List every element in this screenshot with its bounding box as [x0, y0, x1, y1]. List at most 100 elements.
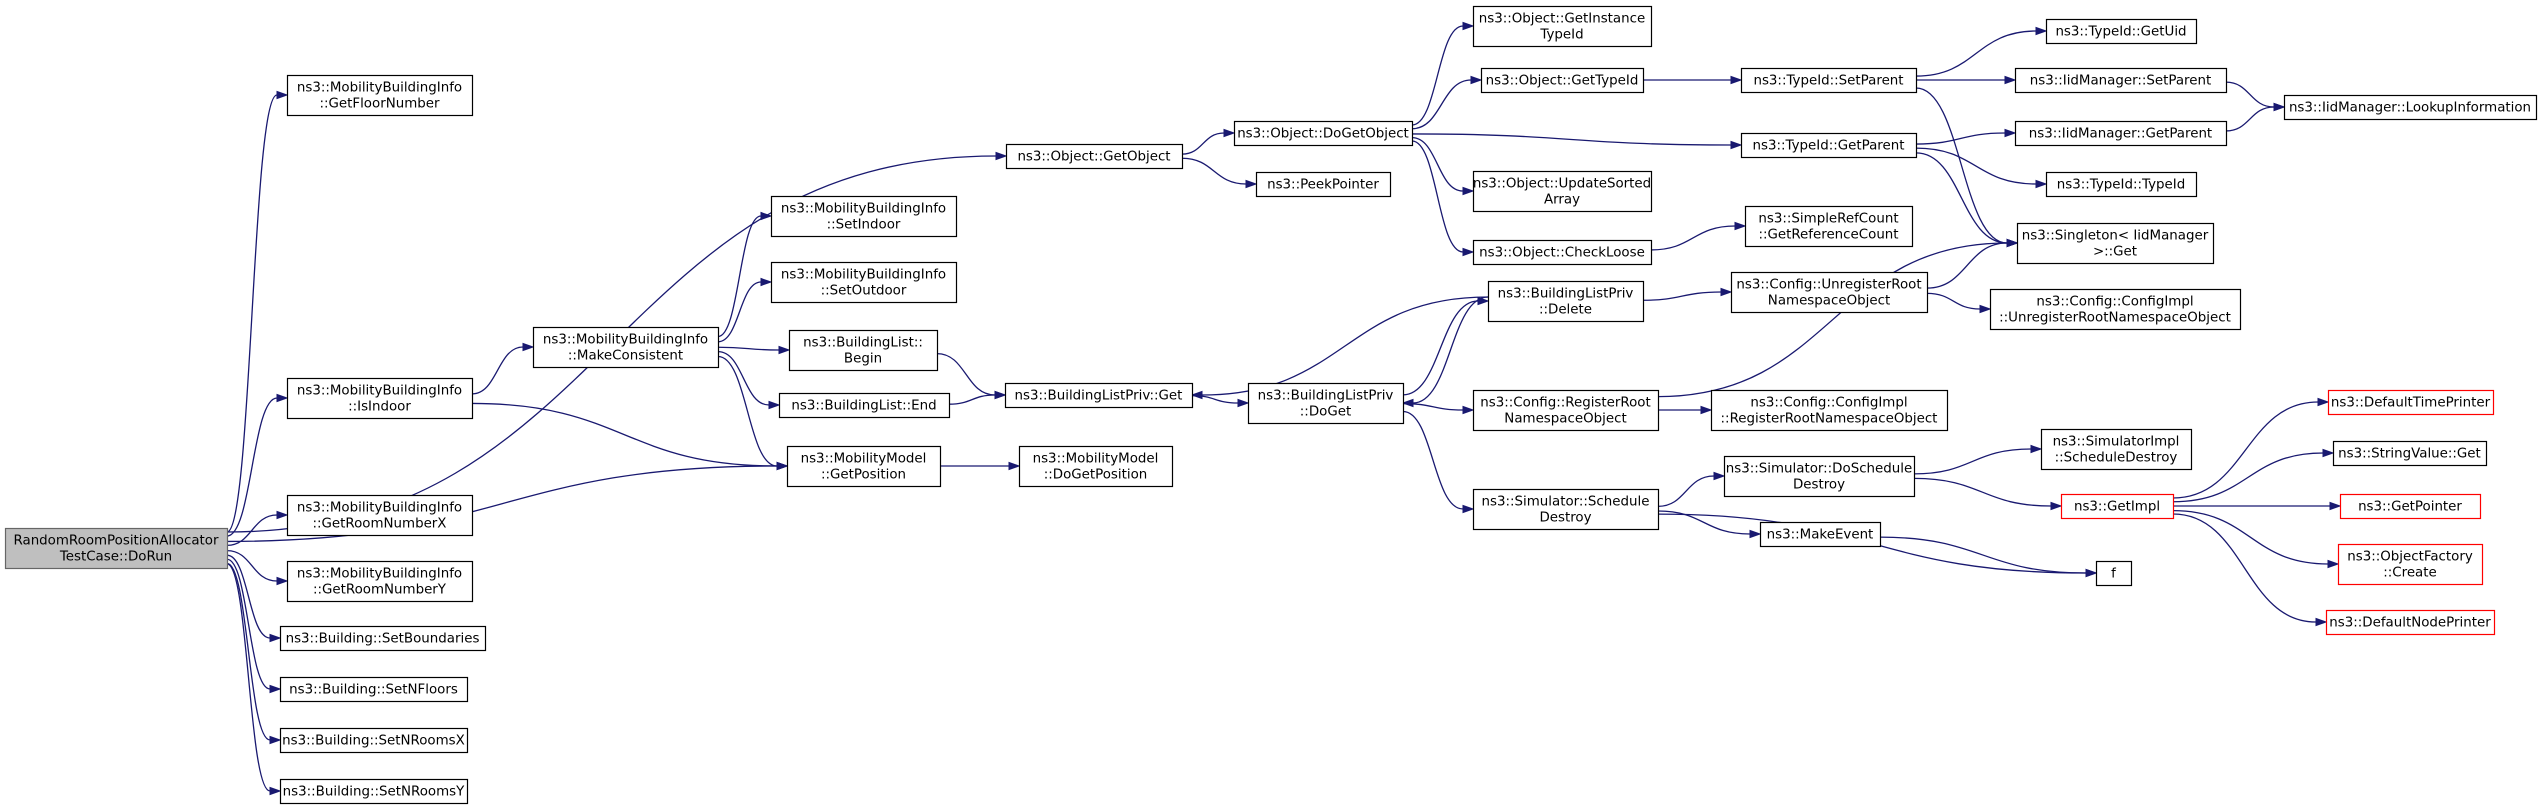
edge-iid-set-parent-to-iid-lookup: [2225, 81, 2275, 108]
node-label: ::Create: [2383, 566, 2437, 581]
edge-blp-delete-to-blp-do-get: [1412, 296, 1489, 404]
node-tid-get-parent[interactable]: ns3::TypeId::GetParent: [1740, 132, 1918, 159]
node-box: [1233, 120, 1414, 147]
node-label: ns3::Config::RegisterRoot: [1480, 396, 1650, 411]
edge-arrowhead: [1979, 304, 1992, 314]
node-box: [1472, 488, 1660, 531]
edge-check-loose-to-simple-ref-count: [1650, 225, 1736, 251]
node-label: ::UnregisterRootNamespaceObject: [1999, 311, 2231, 326]
node-f[interactable]: f: [2095, 560, 2133, 587]
node-get-object[interactable]: ns3::Object::GetObject: [1005, 143, 1184, 170]
node-tid-type-id[interactable]: ns3::TypeId::TypeId: [2045, 171, 2198, 198]
node-label: ns3::MobilityBuildingInfo: [781, 268, 946, 283]
node-box: [279, 625, 487, 652]
node-get-pointer[interactable]: ns3::GetPointer: [2339, 493, 2482, 520]
node-cfg-impl-reg[interactable]: ns3::Config::ConfigImpl::RegisterRootNam…: [1710, 389, 1949, 432]
node-set-nrooms-x[interactable]: ns3::Building::SetNRoomsX: [279, 727, 469, 754]
edge-arrowhead: [760, 211, 773, 221]
node-box: [1247, 382, 1405, 425]
node-iid-set-parent[interactable]: ns3::IidManager::SetParent: [2014, 67, 2228, 94]
node-label: ::DoGetPosition: [1044, 468, 1148, 483]
edge-arrowhead: [2006, 238, 2019, 248]
node-label: TestCase::DoRun: [59, 550, 172, 565]
node-get-impl[interactable]: ns3::GetImpl: [2060, 493, 2175, 520]
node-set-outdoor[interactable]: ns3::MobilityBuildingInfo::SetOutdoor: [770, 261, 958, 304]
node-box: [1740, 67, 1918, 94]
node-peek-pointer[interactable]: ns3::PeekPointer: [1255, 171, 1392, 198]
node-box: [1487, 280, 1645, 323]
edge-arrowhead: [2085, 568, 2098, 578]
node-label: ns3::DefaultTimePrinter: [2331, 396, 2491, 411]
node-box: [778, 392, 951, 419]
node-mm-get-position[interactable]: ns3::MobilityModel::GetPosition: [786, 445, 942, 488]
edge-arrowhead: [1237, 398, 1250, 408]
node-bl-begin[interactable]: ns3::BuildingList::Begin: [788, 329, 939, 372]
edge-arrowhead: [2327, 559, 2340, 569]
edge-do-get-object-to-update-sorted-array: [1411, 136, 1464, 192]
edge-blp-delete-to-blp-get: [1201, 296, 1489, 396]
edge-arrowhead: [1462, 21, 1475, 31]
node-box: [1480, 67, 1645, 94]
node-singleton-get[interactable]: ns3::Singleton< IidManager >::Get: [2016, 222, 2215, 265]
node-get-floor-number[interactable]: ns3::MobilityBuildingInfo::GetFloorNumbe…: [286, 74, 474, 117]
node-tid-get-uid[interactable]: ns3::TypeId::GetUid: [2045, 18, 2198, 45]
node-set-nrooms-y[interactable]: ns3::Building::SetNRoomsY: [279, 778, 469, 805]
edge-arrowhead: [1401, 398, 1414, 408]
node-get-room-number-x[interactable]: ns3::MobilityBuildingInfo::GetRoomNumber…: [286, 494, 474, 537]
node-label: ns3::Object::DoGetObject: [1237, 127, 1409, 142]
node-label: ns3::TypeId::SetParent: [1753, 74, 1903, 89]
node-object-factory-create[interactable]: ns3::ObjectFactory::Create: [2337, 543, 2484, 586]
node-set-boundaries[interactable]: ns3::Building::SetBoundaries: [279, 625, 487, 652]
edge-cfg-unreg-root-to-singleton-get: [1926, 242, 2008, 289]
edge-iid-get-parent-to-iid-lookup: [2225, 106, 2275, 132]
node-cfg-impl-unreg[interactable]: ns3::Config::ConfigImpl::UnregisterRootN…: [1989, 288, 2242, 331]
node-default-node-printer[interactable]: ns3::DefaultNodePrinter: [2325, 609, 2496, 636]
node-box: [2095, 560, 2133, 587]
node-check-loose[interactable]: ns3::Object::CheckLoose: [1472, 239, 1653, 266]
edge-sim-do-sched-destroy-to-get-impl: [1913, 477, 2052, 507]
node-label: ns3::TypeId::GetUid: [2055, 25, 2186, 40]
edge-do-get-object-to-tid-get-parent: [1411, 133, 1732, 146]
node-is-indoor[interactable]: ns3::MobilityBuildingInfo::IsIndoor: [286, 377, 474, 420]
node-iid-get-parent[interactable]: ns3::IidManager::GetParent: [2014, 120, 2228, 147]
node-label: ns3::ObjectFactory: [2347, 550, 2473, 565]
node-cfg-reg-root[interactable]: ns3::Config::RegisterRootNamespaceObject: [1472, 389, 1660, 432]
node-make-consistent[interactable]: ns3::MobilityBuildingInfo::MakeConsisten…: [532, 326, 720, 369]
node-set-nfloors[interactable]: ns3::Building::SetNFloors: [279, 676, 469, 703]
node-cfg-unreg-root[interactable]: ns3::Config::UnregisterRootNamespaceObje…: [1730, 271, 1929, 314]
node-mm-do-get-position[interactable]: ns3::MobilityModel::DoGetPosition: [1018, 445, 1174, 488]
node-sim-sched-destroy[interactable]: ns3::Simulator::ScheduleDestroy: [1472, 488, 1660, 531]
node-label: ::GetReferenceCount: [1758, 228, 1898, 243]
node-box: [1740, 132, 1918, 159]
edge-arrowhead: [1720, 287, 1733, 297]
edge-make-consistent-to-mm-get-position: [717, 355, 778, 467]
node-sim-impl-sched-destroy[interactable]: ns3::SimulatorImpl::ScheduleDestroy: [2040, 428, 2193, 471]
node-simple-ref-count[interactable]: ns3::SimpleRefCount::GetReferenceCount: [1744, 205, 1914, 248]
node-get-type-id[interactable]: ns3::Object::GetTypeId: [1480, 67, 1645, 94]
node-default-time-printer[interactable]: ns3::DefaultTimePrinter: [2327, 389, 2495, 416]
node-blp-get[interactable]: ns3::BuildingListPriv::Get: [1004, 382, 1194, 409]
node-blp-do-get[interactable]: ns3::BuildingListPriv::DoGet: [1247, 382, 1405, 425]
edge-get-impl-to-default-time-printer: [2172, 401, 2319, 499]
node-blp-delete[interactable]: ns3::BuildingListPriv::Delete: [1487, 280, 1645, 323]
edge-make-consistent-to-bl-end: [717, 350, 770, 406]
node-label: ns3::BuildingListPriv: [1498, 287, 1634, 302]
node-label: ns3::IidManager::GetParent: [2029, 127, 2212, 142]
node-make-event[interactable]: ns3::MakeEvent: [1759, 521, 1882, 548]
node-label: ns3::DefaultNodePrinter: [2329, 616, 2491, 631]
edge-arrowhead: [1462, 504, 1475, 514]
node-set-indoor[interactable]: ns3::MobilityBuildingInfo::SetIndoor: [770, 195, 958, 238]
edge-arrowhead: [1470, 75, 1483, 85]
node-iid-lookup[interactable]: ns3::IidManager::LookupInformation: [2283, 94, 2538, 121]
node-tid-set-parent[interactable]: ns3::TypeId::SetParent: [1740, 67, 1918, 94]
node-label: ns3::Object::GetInstance: [1479, 12, 1645, 27]
node-bl-end[interactable]: ns3::BuildingList::End: [778, 392, 951, 419]
node-string-value-get[interactable]: ns3::StringValue::Get: [2332, 440, 2488, 467]
node-do-get-object[interactable]: ns3::Object::DoGetObject: [1233, 120, 1414, 147]
node-label: ::MakeConsistent: [568, 349, 683, 364]
node-box: [2325, 609, 2496, 636]
node-get-room-number-y[interactable]: ns3::MobilityBuildingInfo::GetRoomNumber…: [286, 560, 474, 603]
